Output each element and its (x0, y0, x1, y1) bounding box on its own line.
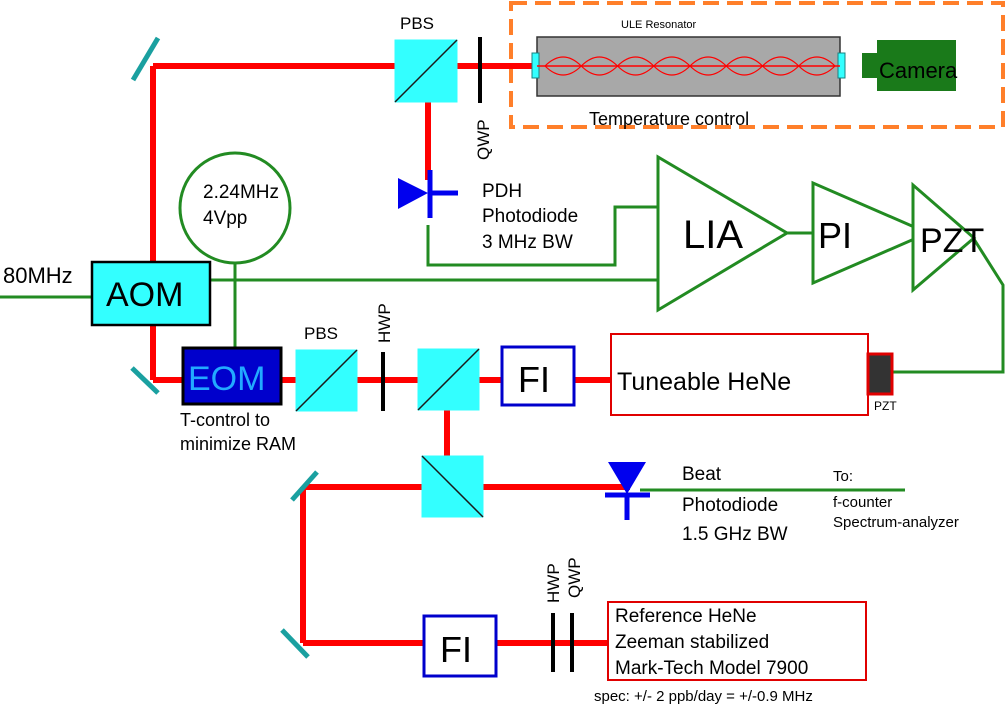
beat-photodiode-icon (605, 462, 650, 520)
tuneable-hene-label: Tuneable HeNe (617, 368, 791, 396)
pi-label: PI (818, 215, 852, 256)
mirror-bottom-upper (290, 470, 319, 502)
spec-label: spec: +/- 2 ppb/day = +/-0.9 MHz (594, 688, 813, 705)
qwp-bottom-label: QWP (565, 557, 584, 598)
faraday-isolator-top (500, 345, 576, 407)
reference-label-line2: Zeeman stabilized (615, 632, 769, 653)
camera (862, 40, 956, 91)
modulation-frequency: 2.24MHz (203, 182, 279, 203)
beam-splitter-mid (417, 348, 480, 411)
mirrors (130, 36, 319, 659)
beat-label-line3: 1.5 GHz BW (682, 524, 788, 545)
pi-controller (811, 180, 932, 286)
pdh-photodiode-icon (398, 170, 458, 218)
qwp-top-label: QWP (474, 119, 493, 160)
modulation-amplitude: 4Vpp (203, 208, 247, 229)
ule-resonator (531, 36, 846, 97)
pzt-actuator-label: PZT (874, 399, 897, 413)
temperature-enclosure (509, 1, 1005, 129)
pdh-label-line2: Photodiode (482, 206, 578, 227)
beat-label-line1: Beat (682, 464, 722, 485)
fi-bottom-label: FI (440, 629, 472, 670)
camera-label: Camera (879, 58, 958, 83)
fi-top-label: FI (518, 359, 550, 400)
beat-label-line2: Photodiode (682, 495, 778, 516)
mirror-bottom-lower (280, 628, 310, 659)
aom (90, 260, 212, 327)
temperature-control-label: Temperature control (589, 109, 749, 129)
pbs-mid-label: PBS (304, 324, 338, 343)
pbs-top (394, 39, 458, 103)
pdh-label-line1: PDH (482, 181, 522, 202)
pzt-driver (911, 181, 977, 294)
eom-label: EOM (188, 360, 265, 398)
reference-label-line1: Reference HeNe (615, 606, 757, 627)
faraday-isolator-bottom (422, 614, 498, 678)
reference-label-line3: Mark-Tech Model 7900 (615, 658, 808, 679)
eom-note-line2: minimize RAM (180, 434, 296, 454)
pbs-mid (295, 349, 358, 412)
to-label-line2: f-counter (833, 494, 892, 511)
eom-note-line1: T-control to (180, 410, 270, 430)
pzt-driver-label: PZT (920, 222, 984, 260)
beam-splitter-bottom (421, 455, 484, 518)
eom (181, 346, 283, 406)
pbs-top-label: PBS (400, 14, 434, 33)
hwp-mid-label: HWP (375, 303, 394, 343)
modulation-source (178, 151, 292, 265)
reference-hene-laser (607, 601, 867, 681)
mirror-mid-left (130, 366, 160, 395)
tuneable-hene-laser (610, 333, 869, 416)
pzt-actuator (866, 352, 894, 396)
to-label-line3: Spectrum-analyzer (833, 514, 959, 531)
signal-wiring (0, 205, 1005, 492)
to-label-line1: To: (833, 468, 853, 485)
mirror-top-left (130, 36, 161, 82)
rf-input-label: 80MHz (3, 263, 73, 288)
ule-resonator-label: ULE Resonator (621, 19, 697, 31)
aom-label: AOM (106, 276, 183, 314)
hwp-bottom-label: HWP (544, 563, 563, 603)
lia-label: LIA (683, 213, 743, 257)
pdh-label-line3: 3 MHz BW (482, 232, 573, 253)
lia-amplifier (656, 154, 790, 313)
